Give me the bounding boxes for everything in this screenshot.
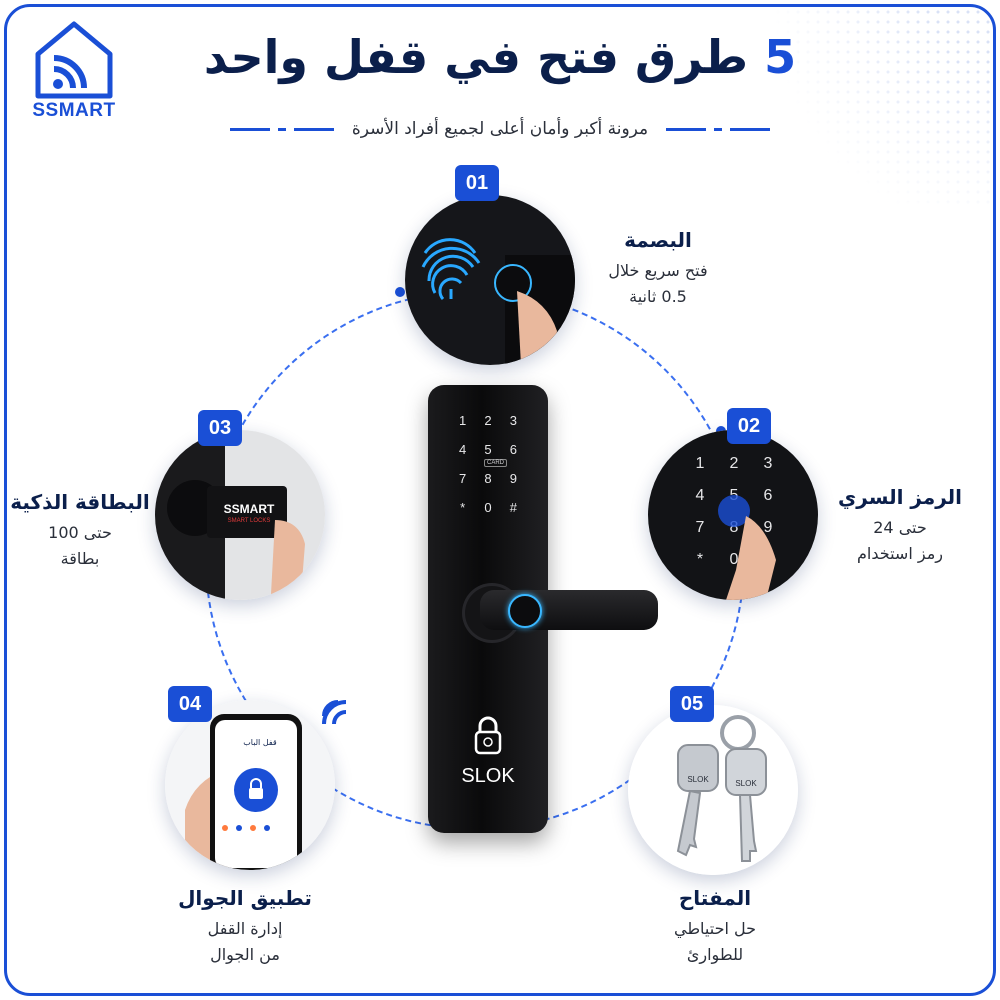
- fingerprint-scene: [405, 195, 575, 365]
- method-desc-line2: رمز استخدام: [857, 544, 943, 563]
- fingerprint-photo: [405, 195, 575, 365]
- keypad-key: *: [460, 500, 466, 515]
- card-scene: [155, 430, 325, 600]
- card-tagline: SMART LOCKS: [227, 518, 271, 524]
- keypad-digit: 1: [696, 455, 705, 472]
- method-desc-line1: فتح سريع خلال: [608, 261, 708, 280]
- method-desc-line1: حتى 100: [48, 523, 112, 542]
- method-title: البطاقة الذكية: [10, 490, 150, 514]
- subtitle-divider-right: [230, 127, 334, 131]
- method-label-key: المفتاح حل احتياطي للطوارئ: [645, 886, 785, 968]
- method-desc-line2: للطوارئ: [686, 945, 744, 964]
- subtitle-divider-left: [666, 127, 771, 131]
- brand-logo: SSMART: [28, 16, 120, 126]
- keypad-digit: 8: [730, 519, 739, 536]
- lock-handle: [480, 590, 658, 630]
- keypad-key: 1: [459, 413, 467, 428]
- subtitle: مرونة أكبر وأمان أعلى لجميع أفراد الأسرة: [351, 119, 649, 139]
- keypad-digit: 7: [696, 519, 705, 536]
- key-icon: [725, 748, 767, 862]
- method-desc-line1: حل احتياطي: [673, 919, 757, 938]
- card-label: CARD: [484, 459, 508, 467]
- padlock-icon: [474, 716, 502, 755]
- method-label-card: البطاقة الذكية حتى 100 بطاقة: [10, 490, 150, 572]
- phone-photo: قفل الباب: [165, 700, 335, 870]
- keypad-digit: 9: [764, 519, 773, 536]
- method-label-fingerprint: البصمة فتح سريع خلال 0.5 ثانية: [588, 228, 728, 310]
- key-brand: SLOK: [735, 779, 757, 788]
- keypad-digit: 6: [764, 487, 773, 504]
- smart-lock: 1 2 3 4 5 6 7 8 9 * 0 # CARD SLOK: [420, 385, 660, 840]
- keypad-key: #: [509, 500, 517, 515]
- key-icon: [676, 744, 719, 857]
- card-photo: SSMART SMART LOCKS: [155, 430, 325, 600]
- method-desc-line2: من الجوال: [210, 945, 280, 964]
- lock-keypad: 1 2 3 4 5 6 7 8 9 * 0 #: [450, 413, 526, 515]
- keypad-digit: 0: [730, 551, 739, 568]
- keypad-digit: 3: [764, 455, 773, 472]
- keys-scene: [628, 705, 798, 875]
- method-badge-04: 04: [168, 686, 212, 722]
- method-title: البصمة: [624, 228, 692, 252]
- lock-brand: SLOK: [461, 765, 515, 787]
- method-desc-line1: إدارة القفل: [207, 919, 283, 938]
- method-desc-line2: بطاقة: [60, 549, 100, 568]
- card-brand: SSMART: [223, 502, 275, 516]
- app-header: قفل الباب: [243, 738, 277, 747]
- page-title: 5 طرق فتح في قفل واحد: [140, 30, 860, 84]
- method-badge-01: 01: [455, 165, 499, 201]
- keypad-key: 8: [484, 471, 492, 486]
- keypad-key: 4: [459, 442, 467, 457]
- keypad-key: 7: [459, 471, 467, 486]
- wifi-icon: [322, 700, 347, 725]
- method-badge-03: 03: [198, 410, 242, 446]
- keypad-key: 2: [484, 413, 492, 428]
- keypad-key: 0: [484, 500, 492, 515]
- dot-pattern: [773, 7, 993, 207]
- method-desc-line1: حتى 24: [873, 518, 927, 537]
- keypad-key: 3: [509, 413, 517, 428]
- keypad-key: 5: [484, 442, 492, 457]
- subtitle-row: مرونة أكبر وأمان أعلى لجميع أفراد الأسرة: [230, 114, 771, 144]
- method-title: الرمز السري: [837, 485, 963, 509]
- orbit-dot: [395, 287, 405, 297]
- method-label-pin: الرمز السري حتى 24 رمز استخدام: [830, 485, 970, 567]
- keys-photo: SLOK SLOK: [628, 705, 798, 875]
- method-title: تطبيق الجوال: [178, 886, 312, 910]
- keypad-key: 6: [509, 442, 517, 457]
- title-number: 5: [764, 30, 797, 84]
- fingerprint-sensor-icon: [508, 594, 542, 628]
- fingerprint-icon: [421, 238, 481, 300]
- key-brand: SLOK: [687, 775, 709, 784]
- keypad-digit: *: [697, 551, 703, 568]
- method-badge-02: 02: [727, 408, 771, 444]
- method-label-app: تطبيق الجوال إدارة القفل من الجوال: [175, 886, 315, 968]
- brand-name: SSMART: [32, 100, 116, 121]
- method-desc-line2: 0.5 ثانية: [629, 287, 687, 306]
- title-text: طرق فتح في قفل واحد: [203, 30, 749, 84]
- house-wifi-icon: [35, 21, 113, 99]
- keypad-digit: 4: [696, 487, 705, 504]
- keypad-digit: 2: [730, 455, 739, 472]
- phone-scene: [165, 700, 335, 870]
- method-title: المفتاح: [678, 886, 752, 910]
- method-badge-05: 05: [670, 686, 714, 722]
- keypad-key: 9: [509, 471, 517, 486]
